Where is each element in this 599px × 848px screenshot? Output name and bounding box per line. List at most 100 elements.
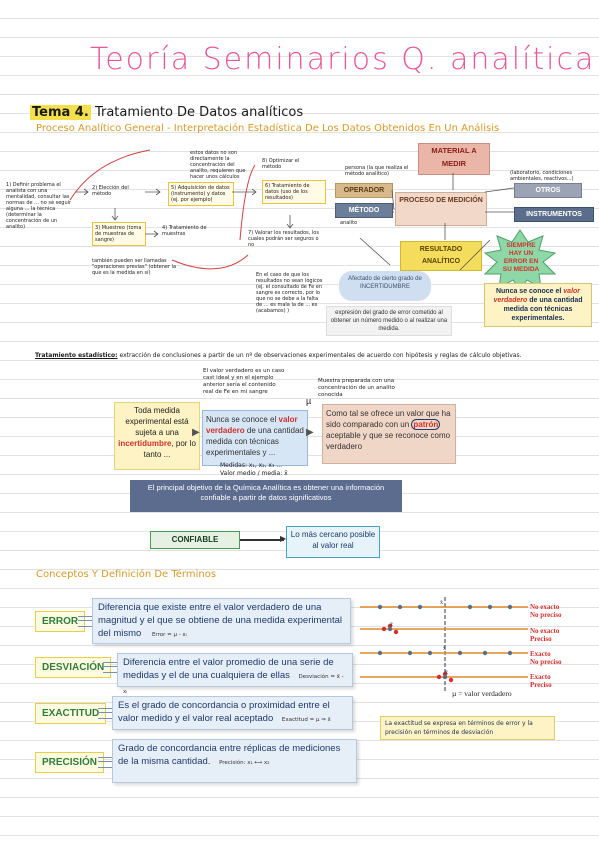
step-text: Tratamiento de muestras [162,225,207,237]
acc-dot [417,604,423,610]
acc-mean-symbol: x̄ [390,622,393,628]
acc-dot [442,674,448,680]
def-arrow [98,757,112,768]
acc-label-row4: Exacto Preciso [530,673,599,689]
metodo-box: MÉTODO [335,203,393,218]
acc-note: La exactitud se expresa en términos de e… [380,716,555,740]
section2-title: Conceptos Y Definición De Términos [36,569,217,580]
confiable-arrow [240,539,284,541]
tan-suffix: aceptable y que se reconoce como verdade… [326,431,451,451]
acc-label: No preciso [530,611,562,619]
blue-sticky: Nunca se conoce el valor verdadero de un… [202,410,308,466]
def-arrow [78,616,92,627]
mu-label: µ = valor verdadero [452,689,512,698]
accuracy-lines-svg: x̄x̄x̄x̄ [360,597,528,691]
def-formula: Desviación = x̄ - xᵢ [123,674,344,695]
otros-note: (laboratorio, condiciones ambientales, r… [510,170,574,182]
acc-label: No exacto [530,603,560,611]
def-box-exactitud: Es el grado de concordancia o proximidad… [112,696,353,730]
proceso-box: PROCESO DE MEDICIÓN [395,192,487,226]
expresion-box: expresión del grado de error cometido al… [326,306,452,336]
note-valor: El valor verdadero es un caso cast ideal… [203,368,285,395]
def-label-exactitud: EXACTITUD [35,703,107,724]
process-arrows [69,149,294,270]
otros-box: OTROS [514,183,582,198]
acc-label-row2: No exacto Preciso [530,627,599,643]
section1-title: Proceso Analítico General - Interpretaci… [36,123,500,134]
def-label-precision: PRECISIÓN [35,752,105,773]
step-text: Definir problema el analista con una men… [6,182,72,230]
nunca-highlight: valor verdadero [493,288,581,304]
arrow-right-1: ▶ [192,427,200,438]
step-number: 1 [6,182,10,188]
def-formula: Precisión: x₁ ⟷ x₂ [219,760,270,766]
acc-label-row3: Exacto No preciso [530,650,599,666]
resultado-box: RESULTADO ANALÍTICO [400,241,482,271]
def-box-precision: Grado de concordancia entre réplicas de … [112,739,357,783]
step-5: 5) Adquisición de datos (instrumento) y … [168,182,234,206]
stats-text: extracción de conclusiones a partir de u… [119,352,522,359]
principal-banner: El principal objetivo de la Química Anal… [130,480,402,512]
acc-dot [381,626,387,632]
nunca-prefix: Nunca se conoce el [495,288,562,295]
stats-label: Tratamiento estadístico: [35,352,118,359]
blue-suffix: de una cantidad medida con técnicas expe… [206,426,304,457]
measurement-arrows [359,173,515,271]
cercano-box: Lo más cercano posible al valor real [286,526,380,558]
yellow-sticky: Toda medida experimental está sujeta a u… [114,402,200,470]
material-box: MATERIAL A MEDIR [418,143,490,175]
operador-note: persona (la que realiza el método analít… [345,165,409,177]
acc-label-row1: No exacto No preciso [530,603,599,619]
step-number: 2 [92,185,96,191]
acc-mean-symbol: x̄ [445,670,448,676]
step-text: Tratamiento de datos (uso de los resulta… [265,183,310,201]
step-text: Valorar los resultados, los cuales podrá… [248,230,319,248]
step-number: 6 [265,183,269,189]
nunca-box: Nunca se conoce el valor verdadero de un… [484,283,592,327]
arrow-right-2: ▶ [306,427,314,438]
def-text: Diferencia que existe entre el valor ver… [98,602,342,639]
step-4: 4) Tratamiento de muestras [162,225,207,237]
acc-dot [377,604,383,610]
acc-dot [436,674,442,680]
def-arrow [98,708,112,719]
step-1: 1) Definir problema el analista con una … [6,182,72,230]
acc-dot [448,677,454,683]
acc-dot [393,629,399,635]
acc-dot [467,604,473,610]
acc-dot [387,626,393,632]
def-formula: Error = µ - xᵢ [151,632,187,638]
metodo-note: analito [340,220,358,226]
medidas-note: Medidas: x₁, x₂, x₃ ... Valor medio / me… [220,462,288,478]
yellow-suffix: , por lo tanto ... [143,439,196,459]
tema-title: Tratamiento De Datos analíticos [94,105,304,120]
def-formula: Exactitud = µ ⇒ x̄ [281,717,331,723]
blue-prefix: Nunca se conoce el [206,415,277,424]
step-7: 7) Valorar los resultados, los cuales po… [248,230,319,248]
acc-label: Preciso [530,635,552,643]
tema-number: Tema 4. [30,105,91,120]
acc-label: No exacto [530,627,560,635]
confiable-box: CONFIABLE [150,531,240,549]
acc-dot [427,650,433,656]
acc-mean-symbol: x̄ [440,600,443,606]
step-number: 8 [262,158,266,164]
acc-dot [507,650,513,656]
acc-label: Exacto [530,650,551,658]
tan-sticky: Como tal se ofrece un valor que ha sido … [322,404,456,464]
def-text: Diferencia entre el valor promedio de un… [123,657,334,681]
instrumentos-box: INSTRUMENTOS [514,207,594,222]
step-2: 2) Elección del método [92,185,129,197]
def-box-error: Diferencia que existe entre el valor ver… [92,598,351,644]
def-box-desviacion: Diferencia entre el valor promedio de un… [117,653,353,695]
step-number: 7 [248,230,252,236]
tan-prefix: Como tal se ofrece un valor que ha sido … [326,409,451,429]
mu-symbol: µ [306,396,312,406]
step-number: 5 [171,185,175,191]
acc-dot [487,604,493,610]
step-number: 3 [95,225,99,231]
acc-dot [407,650,413,656]
acc-dot [457,650,463,656]
page-title: Teoría Seminarios Q. analítica [90,42,596,77]
yellow-prefix: Toda medida experimental está sujeta a u… [125,406,189,437]
